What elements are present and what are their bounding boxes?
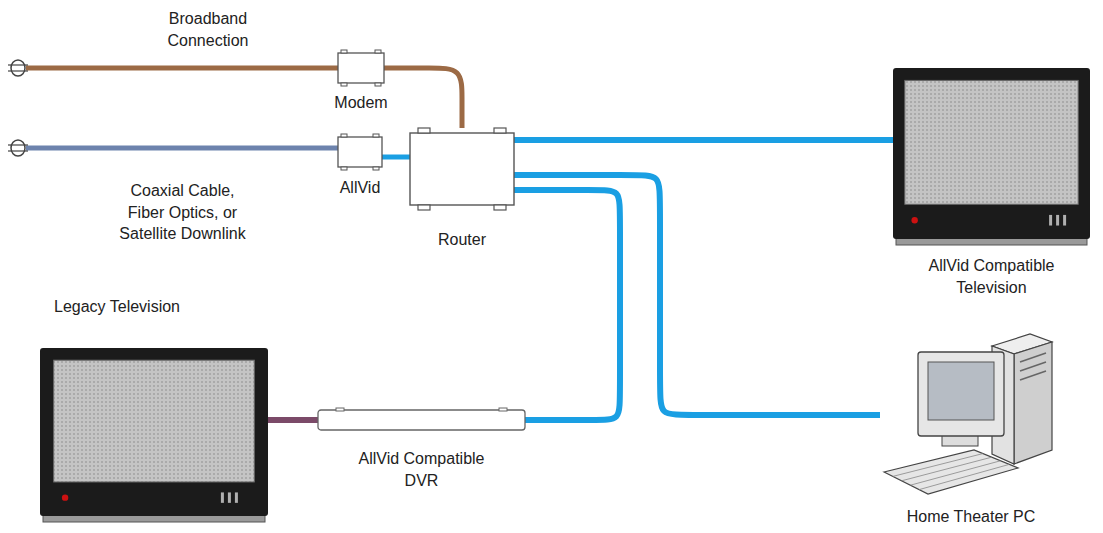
dvr-body bbox=[318, 410, 525, 430]
connection-label: Coaxial Cable, Fiber Optics, or Satellit… bbox=[115, 180, 250, 245]
node-shape bbox=[318, 408, 525, 432]
node-label: Modem bbox=[316, 92, 406, 114]
box-tab bbox=[373, 167, 379, 170]
dvr-foot bbox=[499, 408, 507, 411]
plug-prong bbox=[8, 144, 28, 145]
home-theater-pc: Home Theater PC bbox=[880, 322, 1062, 502]
dvr-box: AllVid Compatible DVR bbox=[318, 408, 525, 432]
power-light bbox=[911, 217, 917, 223]
cable-connector bbox=[382, 155, 410, 160]
router-tab bbox=[418, 205, 430, 210]
node-shape bbox=[40, 348, 268, 522]
cable-connector bbox=[514, 137, 893, 143]
plug-body bbox=[11, 140, 25, 156]
plug-symbol bbox=[8, 140, 28, 156]
television: AllVid Compatible Television bbox=[893, 68, 1090, 245]
modem-box: Modem bbox=[338, 50, 384, 86]
label-slot: Broadband Connection bbox=[153, 8, 263, 51]
cable-connector bbox=[384, 68, 462, 128]
node-shape bbox=[893, 68, 1090, 245]
node-shape bbox=[410, 128, 514, 210]
box-tab bbox=[341, 83, 347, 86]
router-tab bbox=[494, 128, 506, 133]
box-tab bbox=[341, 167, 347, 170]
plug-prong bbox=[8, 70, 28, 71]
box-tab bbox=[375, 50, 381, 53]
box-body bbox=[338, 53, 384, 83]
router-tab bbox=[494, 205, 506, 210]
drive-slot bbox=[1020, 353, 1046, 362]
tv-button bbox=[1049, 215, 1052, 226]
tv-button bbox=[1063, 215, 1066, 226]
key-row bbox=[893, 454, 983, 477]
box-tab bbox=[341, 134, 347, 137]
node-shape bbox=[880, 322, 1062, 502]
label-slot: AllVid Compatible DVR bbox=[352, 448, 492, 491]
box-tab bbox=[373, 134, 379, 137]
key-row bbox=[910, 461, 1000, 485]
key-row bbox=[919, 464, 1009, 489]
label-slot: Home Theater PC bbox=[881, 506, 1061, 528]
tv-button bbox=[1056, 215, 1059, 226]
monitor-screen bbox=[928, 362, 994, 420]
label-slot: Coaxial Cable, Fiber Optics, or Satellit… bbox=[115, 180, 250, 245]
node-label: Home Theater PC bbox=[881, 506, 1061, 528]
label-slot: Modem bbox=[316, 92, 406, 114]
label-slot: Legacy Television bbox=[54, 296, 234, 318]
box-tab bbox=[341, 50, 347, 53]
router-body bbox=[410, 133, 514, 205]
node-label: AllVid Compatible DVR bbox=[352, 448, 492, 491]
node-shape bbox=[338, 134, 382, 170]
box-tab bbox=[375, 83, 381, 86]
box-body bbox=[338, 137, 382, 167]
tv-screen bbox=[905, 80, 1078, 204]
monitor-case bbox=[918, 352, 1004, 436]
plug-prong bbox=[8, 150, 28, 151]
plug-prong bbox=[8, 64, 28, 65]
broadband-wire bbox=[26, 66, 340, 71]
node-label: Legacy Television bbox=[54, 296, 234, 318]
drive-slot bbox=[1020, 371, 1046, 380]
tv-screen bbox=[54, 360, 255, 482]
tv-button bbox=[235, 492, 238, 502]
cable-connector bbox=[514, 190, 620, 420]
router-box: Router bbox=[410, 128, 514, 210]
video-feed-wire bbox=[26, 146, 340, 151]
dvr-foot bbox=[336, 408, 344, 411]
cable-connector bbox=[268, 417, 318, 423]
tv-frame bbox=[40, 348, 268, 516]
power-light bbox=[62, 494, 68, 500]
cable-connector bbox=[514, 175, 880, 415]
plug-body bbox=[11, 60, 25, 76]
plug-symbol bbox=[8, 60, 28, 76]
label-slot: AllVid Compatible Television bbox=[922, 255, 1062, 298]
node-label: AllVid Compatible Television bbox=[922, 255, 1062, 298]
tv-frame bbox=[893, 68, 1090, 239]
connection-label: Broadband Connection bbox=[153, 8, 263, 51]
label-slot: AllVid bbox=[315, 177, 405, 199]
keyboard bbox=[884, 450, 1018, 494]
label-slot: Router bbox=[412, 229, 512, 251]
tv-button bbox=[228, 492, 231, 502]
legacy-television: Legacy Television bbox=[40, 348, 268, 522]
key-row bbox=[902, 457, 992, 481]
drive-slot bbox=[1020, 362, 1046, 371]
node-label: AllVid bbox=[315, 177, 405, 199]
node-label: Router bbox=[412, 229, 512, 251]
node-shape bbox=[338, 50, 384, 86]
tv-button bbox=[221, 492, 224, 502]
tower-side bbox=[1014, 342, 1052, 464]
router-tab bbox=[418, 128, 430, 133]
allvid-box: AllVid bbox=[338, 134, 382, 170]
